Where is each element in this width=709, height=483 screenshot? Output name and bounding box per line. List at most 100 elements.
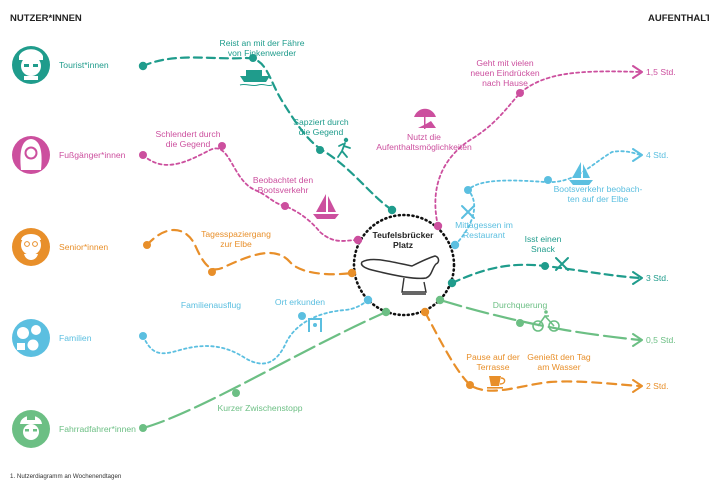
svg-text:Pause auf der: Pause auf der xyxy=(466,352,520,362)
senior-exit-node xyxy=(420,307,430,317)
sailboat-icon-blue xyxy=(569,162,593,185)
svg-text:von Finkenwerder: von Finkenwerder xyxy=(228,48,296,58)
terrace-node xyxy=(466,381,474,389)
senior-entry-node xyxy=(347,268,357,278)
green-arrow-icon xyxy=(632,333,643,347)
lightblue-arrow-icon xyxy=(632,148,643,162)
boats-watch-node xyxy=(281,202,289,210)
svg-text:Genießt den Tag: Genießt den Tag xyxy=(527,352,591,362)
center-title-line2: Platz xyxy=(393,240,413,250)
svg-text:neuen Eindrücken: neuen Eindrücken xyxy=(470,68,539,78)
duration-orange: 2 Std. xyxy=(646,381,668,391)
cutlery-icon-teal xyxy=(555,257,569,271)
nodes xyxy=(138,54,552,432)
family-entry-node xyxy=(363,295,373,305)
svg-text:Ort erkunden: Ort erkunden xyxy=(275,297,325,307)
ferry-node xyxy=(249,54,257,62)
tourist-start-node xyxy=(138,61,148,71)
header-users: NUTZER*INNEN xyxy=(10,13,82,24)
pedestrian-path-in xyxy=(142,147,359,242)
annotation-enjoy: Genießt den Tag am Wasser xyxy=(527,352,591,372)
sailboat-icon-pink xyxy=(313,194,339,219)
svg-text:ten auf der Elbe: ten auf der Elbe xyxy=(568,194,629,204)
annotation-explore: Ort erkunden xyxy=(275,297,325,307)
cutlery-icon-blue xyxy=(461,205,475,219)
duration-green: 0,5 Std. xyxy=(646,335,676,345)
pier-icon xyxy=(401,277,427,295)
svg-text:Familienausflug: Familienausflug xyxy=(181,300,241,310)
duration-teal: 3 Std. xyxy=(646,273,668,283)
boats-watch2-node xyxy=(544,176,552,184)
svg-text:Durchquerung: Durchquerung xyxy=(493,300,548,310)
duration-pink: 1,5 Std. xyxy=(646,67,676,77)
svg-text:Bootsverkehr beobach-: Bootsverkehr beobach- xyxy=(554,184,643,194)
svg-text:Beobachtet den: Beobachtet den xyxy=(253,175,313,185)
bicycle-icon xyxy=(532,310,560,332)
short-stop-node xyxy=(232,389,240,397)
annotation-snack: Isst einen Snack xyxy=(525,234,562,254)
cyclist-start-node xyxy=(139,424,147,432)
svg-text:Aufenthaltsmöglichkeiten: Aufenthaltsmöglichkeiten xyxy=(376,142,472,152)
arrowheads xyxy=(632,65,643,393)
cyclist-entry-node xyxy=(381,307,391,317)
pedestrian-entry-node xyxy=(353,235,363,245)
svg-text:am Wasser: am Wasser xyxy=(537,362,580,372)
tourist-exit-node xyxy=(447,278,457,288)
annotation-leave: Geht mit vielen neuen Eindrücken nach Ha… xyxy=(470,58,539,88)
annotation-family-trip: Familienausflug xyxy=(181,300,241,310)
pedestrian-path-out xyxy=(434,70,641,227)
group-label-tourist: Tourist*innen xyxy=(59,60,109,70)
pedestrian-start-node xyxy=(139,151,147,159)
senior-start-node xyxy=(143,241,151,249)
svg-text:Reist an mit der Fähre: Reist an mit der Fähre xyxy=(219,38,304,48)
duration-lightblue: 4 Std. xyxy=(646,150,668,160)
tourist-entry-node xyxy=(387,205,397,215)
deckchair-umbrella-icon xyxy=(414,108,436,129)
pedestrian-exit-node xyxy=(433,221,443,231)
svg-text:Tagesspaziergang: Tagesspaziergang xyxy=(201,229,271,239)
family-path-in xyxy=(142,299,369,365)
figure-caption: 1. Nutzerdiagramm an Wochenendtagen xyxy=(10,473,122,480)
annotation-outing: Tagesspaziergang zur Elbe xyxy=(201,229,271,249)
explore-node xyxy=(298,312,306,320)
svg-text:Kurzer Zwischenstopp: Kurzer Zwischenstopp xyxy=(217,403,302,413)
svg-text:die Gegend: die Gegend xyxy=(166,139,211,149)
svg-text:die Gegend: die Gegend xyxy=(299,127,344,137)
family-exit-node xyxy=(450,240,460,250)
passing-node xyxy=(516,319,524,327)
square-outline-icon xyxy=(360,255,440,280)
stroll-node xyxy=(316,146,324,154)
header-duration: AUFENTHALT xyxy=(648,13,709,24)
family-start-node xyxy=(139,332,147,340)
cyclist-path-in xyxy=(141,310,388,430)
group-label-pedestrian: Fußgänger*innen xyxy=(59,150,126,160)
tourist-avatar-icon xyxy=(12,46,50,84)
svg-text:Bootsverkehr: Bootsverkehr xyxy=(258,185,309,195)
svg-text:Mittagessen im: Mittagessen im xyxy=(455,220,513,230)
annotation-lunch: Mittagessen im Restaurant xyxy=(455,220,513,240)
group-label-family: Familien xyxy=(59,333,92,343)
annotation-ferry: Reist an mit der Fähre von Finkenwerder xyxy=(219,38,304,58)
lunch-node xyxy=(464,186,472,194)
senior-path-in xyxy=(145,229,354,276)
svg-text:Restaurant: Restaurant xyxy=(463,230,506,240)
leave-node xyxy=(516,89,524,97)
svg-text:zur Elbe: zur Elbe xyxy=(220,239,252,249)
annotation-terrace: Pause auf der Terrasse xyxy=(466,352,520,372)
annotation-passing: Durchquerung xyxy=(493,300,548,310)
annotation-stroll: Sapziert durch die Gegend xyxy=(293,117,349,137)
svg-text:Terrasse: Terrasse xyxy=(477,362,510,372)
svg-text:Schlendert durch: Schlendert durch xyxy=(156,129,221,139)
group-label-senior: Senior*innen xyxy=(59,242,108,252)
svg-text:Geht mit vielen: Geht mit vielen xyxy=(476,58,534,68)
svg-text:nach Hause: nach Hause xyxy=(482,78,528,88)
pink-arrow-icon xyxy=(632,65,643,79)
annotation-wander: Schlendert durch die Gegend xyxy=(156,129,221,149)
annotation-uses-space: Nutzt die Aufenthaltsmöglichkeiten xyxy=(376,132,472,152)
senior-path-out xyxy=(423,310,642,392)
central-square: Teufelsbrücker Platz xyxy=(352,213,456,317)
annotation-boats-watch: Beobachtet den Bootsverkehr xyxy=(253,175,313,195)
snack-node xyxy=(541,262,549,270)
senior-avatar-icon xyxy=(12,228,50,266)
